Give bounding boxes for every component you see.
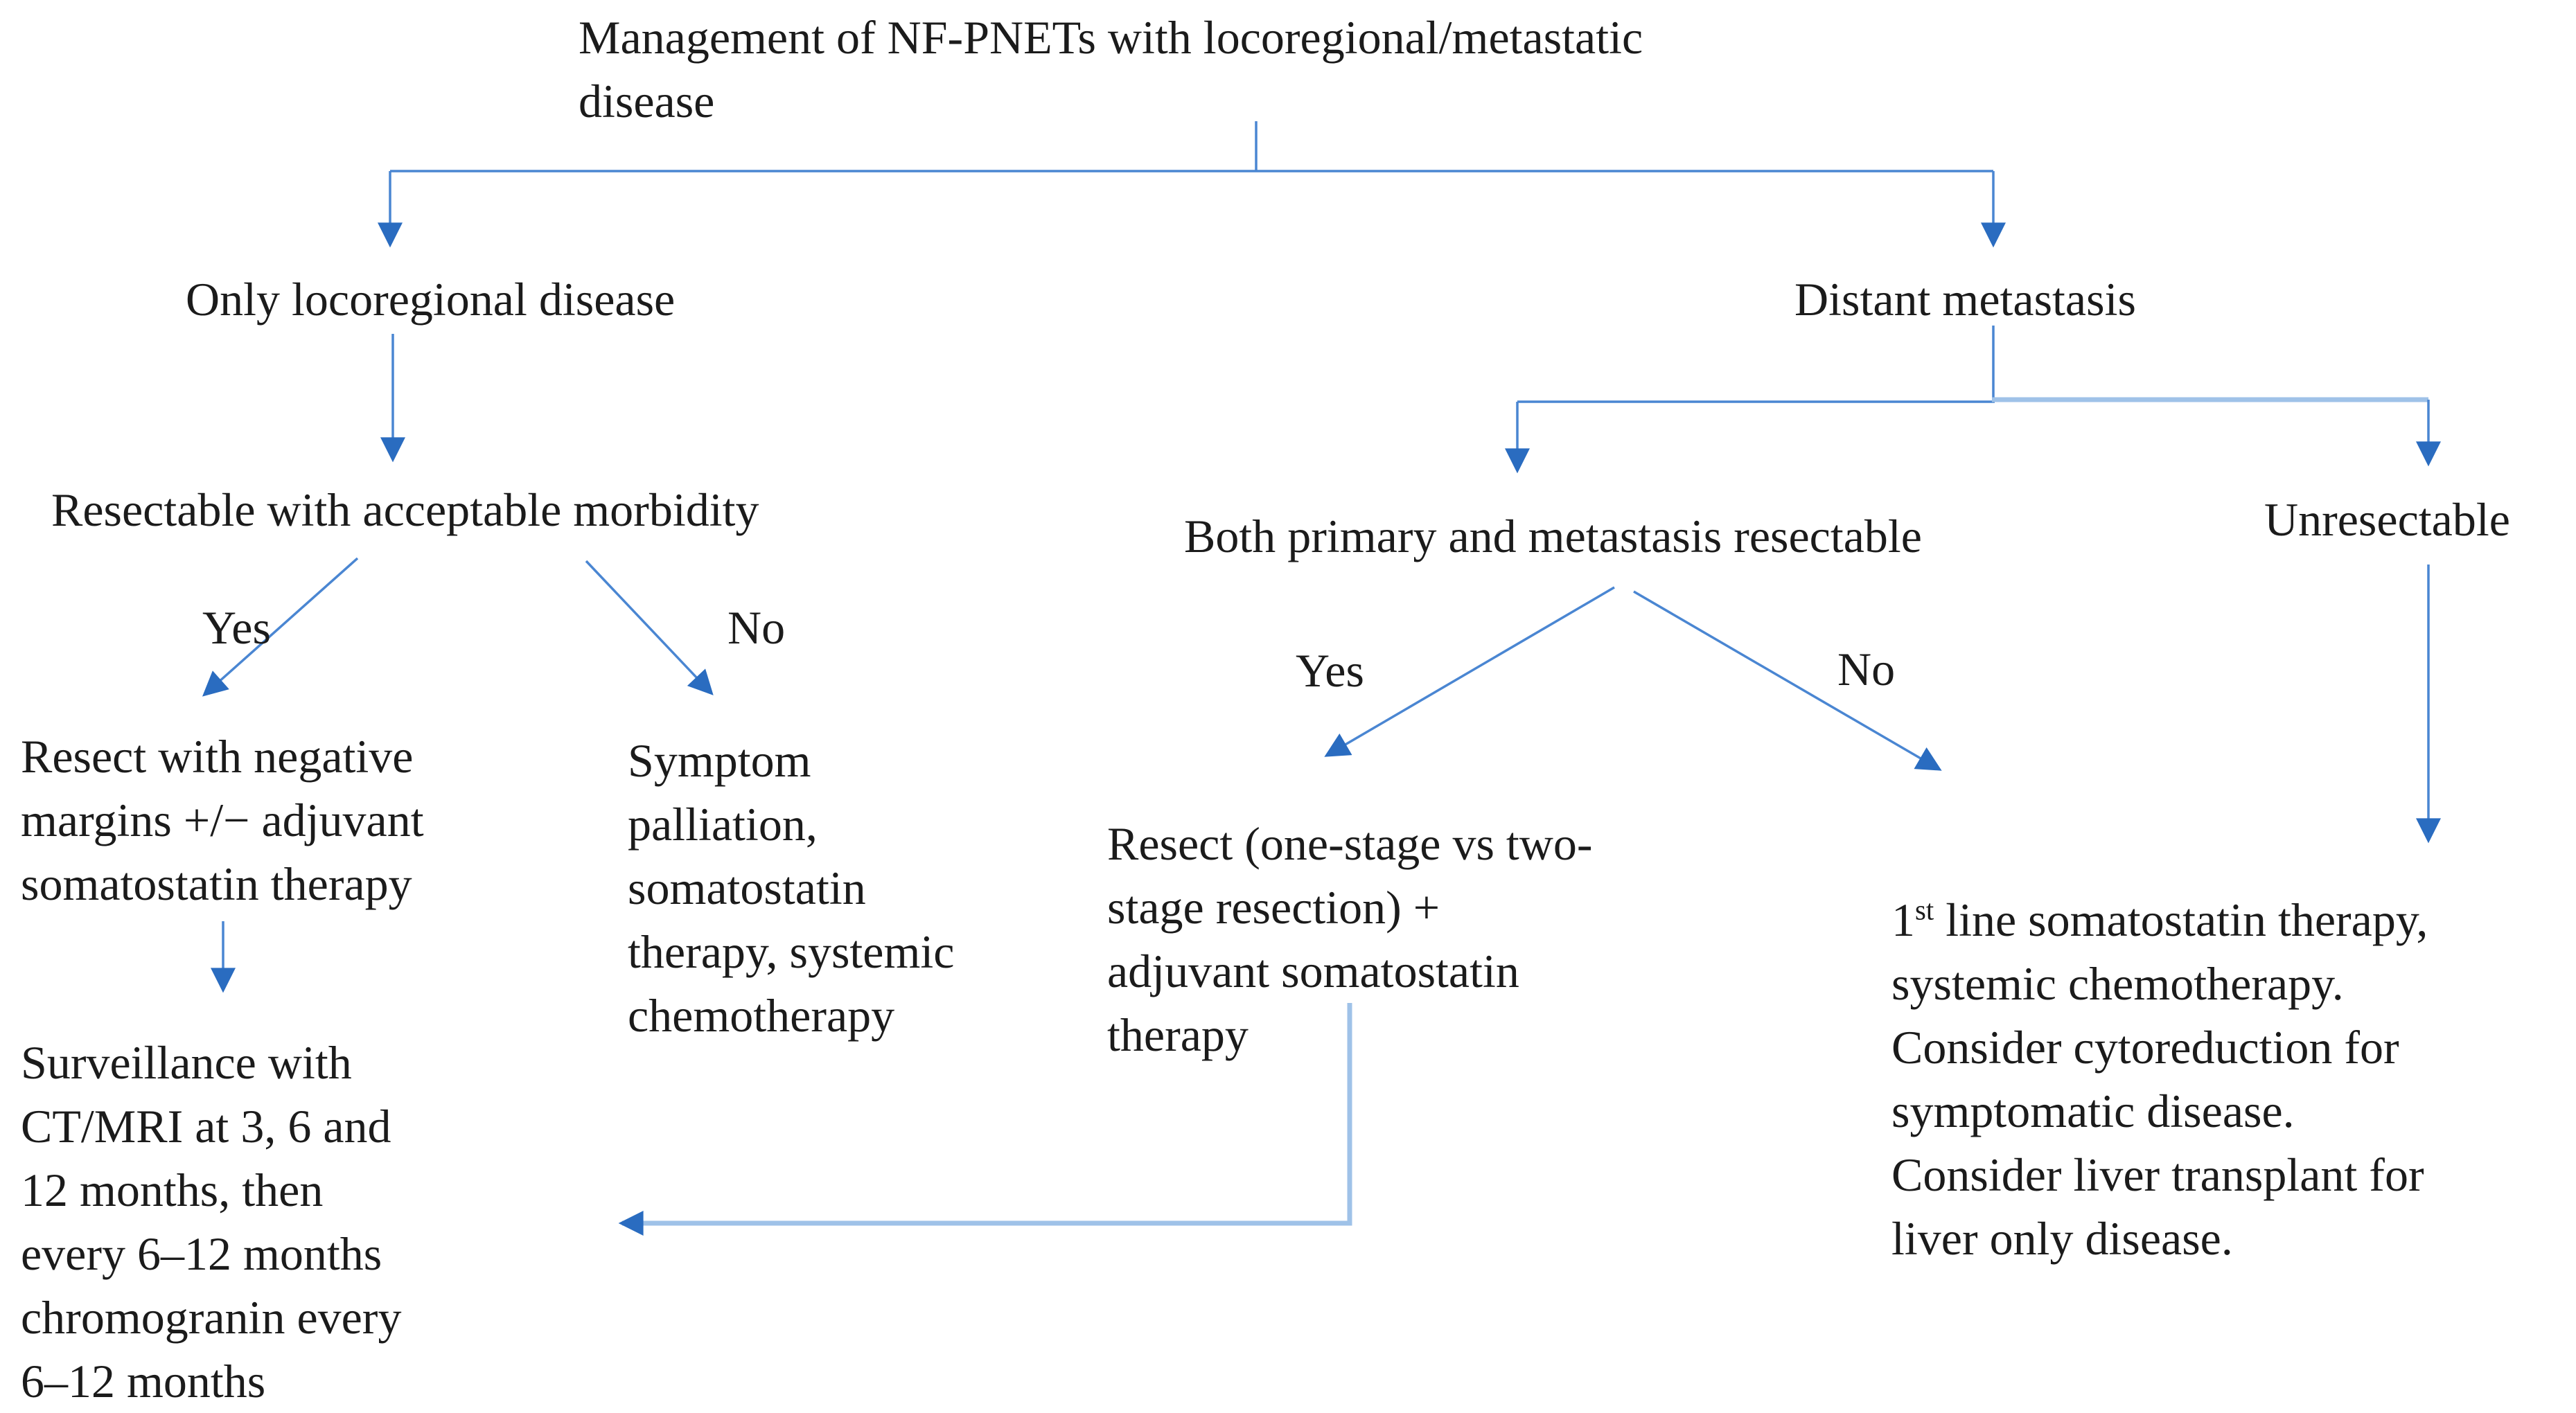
arrow-yes-left-diagonal bbox=[202, 557, 359, 697]
node-distant-metastasis: Distant metastasis bbox=[1794, 273, 2136, 326]
arrow-no-mid-diagonal bbox=[1633, 590, 1942, 771]
label-no-mid: No bbox=[1837, 643, 1896, 695]
unresectable-treatment-ordinal: st bbox=[1915, 894, 1934, 926]
node-only-locoregional-disease: Only locoregional disease bbox=[186, 273, 676, 326]
node-resect-one-stage: Resect (one-stage vs two- stage resectio… bbox=[1107, 817, 1593, 1061]
label-yes-left: Yes bbox=[202, 601, 271, 654]
label-no-left: No bbox=[727, 601, 786, 654]
arrow-no-left-diagonal bbox=[585, 560, 714, 695]
arrow-resect-to-surveillance-connector bbox=[618, 1003, 1352, 1236]
node-resectable-acceptable-morbidity: Resectable with acceptable morbidity bbox=[51, 483, 759, 536]
node-symptom-palliation: Symptom palliation, somatostatin therapy… bbox=[628, 734, 955, 1042]
node-both-primary-metastasis-resectable: Both primary and metastasis resectable bbox=[1184, 510, 1922, 562]
unresectable-treatment-text: line somatostatin therapy, systemic chem… bbox=[1891, 894, 2428, 1265]
unresectable-treatment-number: 1 bbox=[1891, 894, 1915, 946]
node-title: Management of NF-PNETs with locoregional… bbox=[579, 11, 1643, 127]
node-unresectable-treatment: 1st line somatostatin therapy, systemic … bbox=[1891, 888, 2428, 1270]
node-surveillance: Surveillance with CT/MRI at 3, 6 and 12 … bbox=[21, 1036, 402, 1407]
node-resect-negative-margins: Resect with negative margins +/− adjuvan… bbox=[21, 730, 424, 910]
node-unresectable: Unresectable bbox=[2264, 493, 2510, 546]
arrow-yes-mid-diagonal bbox=[1324, 586, 1615, 757]
label-yes-mid: Yes bbox=[1296, 644, 1364, 697]
